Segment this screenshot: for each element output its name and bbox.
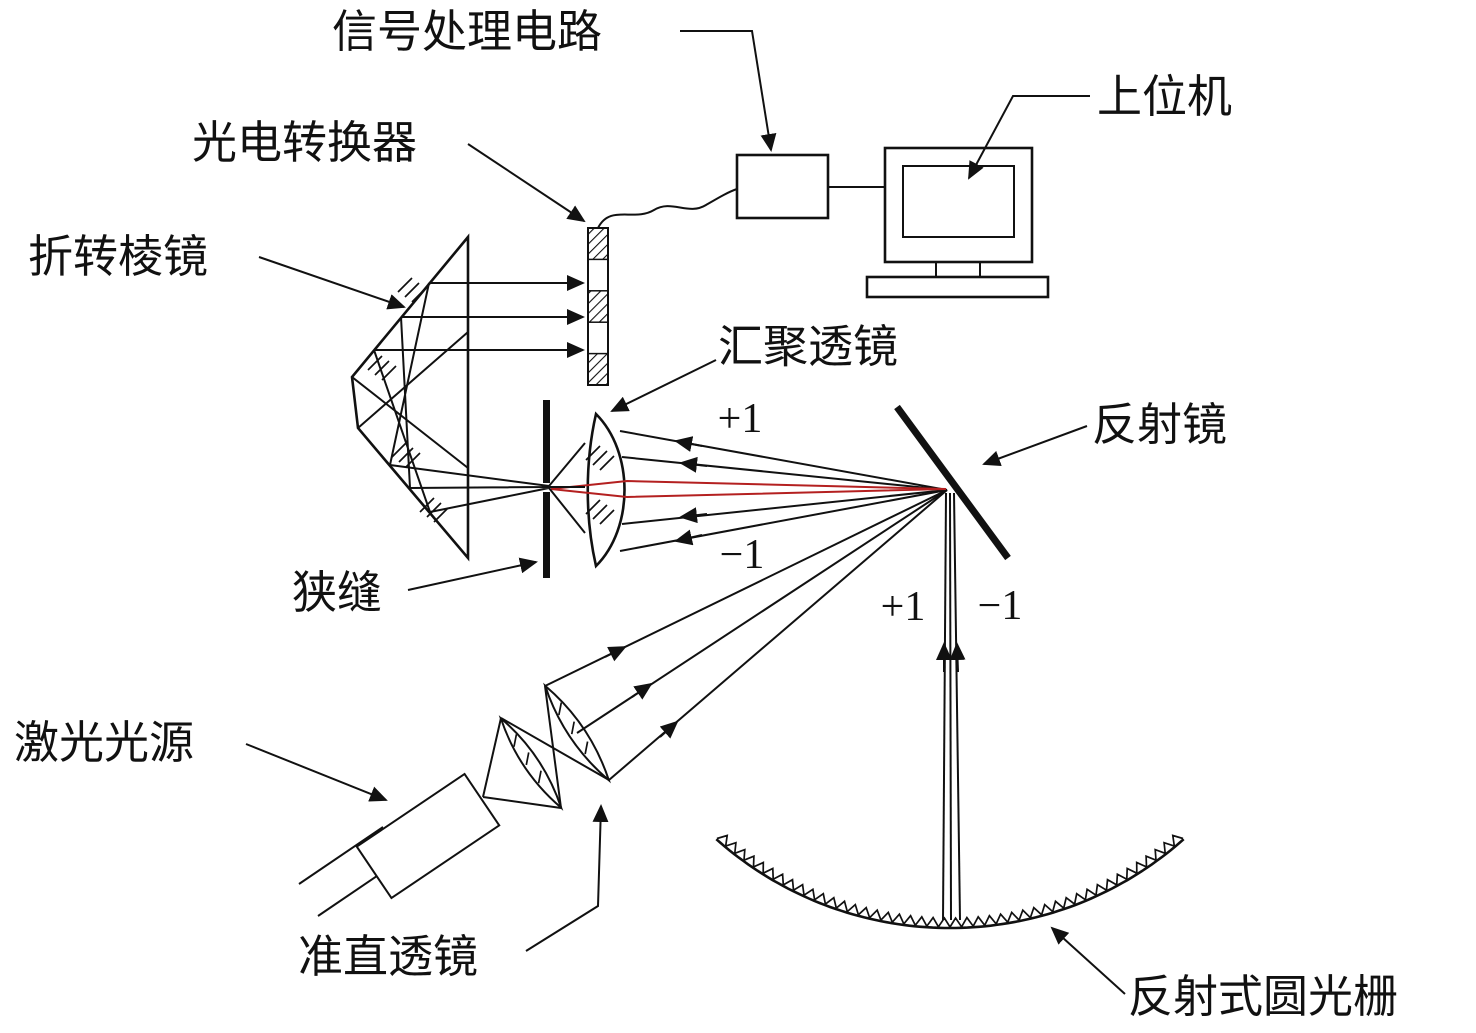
beam-lens-to-detector (373, 275, 586, 534)
leader-slit (407, 557, 538, 591)
ray-arrow (674, 436, 703, 452)
label-collimating-lens: 准直透镜 (298, 932, 478, 982)
signal-processing-box (735, 153, 830, 220)
ray-arrow (679, 456, 708, 473)
slit (543, 400, 550, 578)
prism-inner-edges (351, 331, 469, 469)
laser-beam-cone (482, 717, 562, 809)
leader-laser (245, 743, 388, 802)
glass-hatch-icon (367, 355, 397, 381)
ray (373, 282, 431, 513)
label-host-computer: 上位机 (1097, 72, 1232, 122)
label-laser-source: 激光光源 (14, 718, 194, 768)
label-signal-circuit: 信号处理电路 (332, 7, 602, 57)
detector-cell (587, 290, 609, 323)
grating-teeth (716, 834, 1184, 929)
laser-source (298, 772, 501, 917)
label-converging-lens: 汇聚透镜 (718, 322, 898, 372)
beam-crossing (500, 685, 610, 809)
detector-cell (587, 352, 609, 386)
label-photoelectric-converter: 光电转换器 (192, 118, 417, 168)
label-order-plus1-left: +1 (718, 396, 763, 442)
ray (619, 489, 948, 552)
ray (548, 442, 586, 534)
label-reflective-grating: 反射式圆光栅 (1128, 972, 1398, 1022)
ray (621, 489, 948, 525)
beam-mirror-to-grating (936, 492, 966, 921)
slit-lower-blade (543, 492, 550, 578)
lens-body (498, 715, 564, 811)
label-folding-prism: 折转棱镜 (28, 232, 208, 282)
leader-converging-lens (610, 359, 717, 412)
beam-mirror-to-lens (619, 430, 948, 552)
ray (953, 492, 961, 921)
ray (949, 492, 952, 921)
laser-housing (355, 772, 501, 900)
glass-hatch-icon (391, 442, 421, 468)
leader-signal-circuit (680, 30, 777, 152)
ray-arrow (659, 720, 679, 739)
prism-outline (350, 233, 470, 562)
red-reference-ray (550, 479, 947, 499)
label-mirror: 反射镜 (1092, 400, 1227, 450)
leader-prism (258, 256, 406, 310)
leader-mirror (982, 425, 1088, 466)
host-computer (865, 146, 1050, 299)
leader-host-computer (968, 95, 1090, 180)
ray (389, 464, 550, 513)
monitor-neck (935, 261, 981, 278)
glass-hatch-icon (397, 277, 427, 303)
ray-arrow (674, 529, 703, 546)
glass-hatch-icon (513, 734, 542, 784)
laser-mount-line (298, 826, 384, 885)
collimating-lens-1 (498, 715, 564, 811)
ray-arrow (631, 682, 653, 700)
ray-arrow (679, 507, 708, 524)
leader-grating (1050, 926, 1126, 995)
monitor-base (865, 275, 1050, 299)
ray (942, 492, 947, 921)
beam-laser-to-mirror (544, 489, 948, 781)
folding-prism (350, 233, 470, 562)
ray-arrow (949, 642, 966, 673)
leader-photoelectric (467, 143, 586, 223)
detector-cell (587, 227, 609, 261)
label-order-minus1-bottom: −1 (978, 583, 1023, 629)
slit-upper-blade (543, 400, 550, 483)
circular-grating (715, 834, 1185, 930)
ray-arrow (604, 646, 627, 662)
monitor-screen (902, 165, 1015, 238)
mirror (894, 404, 1011, 561)
leader-collimating-lens (525, 804, 609, 952)
label-slit: 狭缝 (292, 568, 382, 618)
label-order-minus1-left: −1 (720, 532, 765, 578)
converging-lens-body (586, 411, 626, 569)
photoelectric-converter (587, 227, 609, 386)
ray (621, 456, 948, 491)
signal-cable (597, 188, 738, 229)
converging-lens (585, 411, 626, 569)
label-order-plus1-bottom: +1 (881, 584, 926, 630)
glass-hatch-icon (558, 702, 589, 755)
